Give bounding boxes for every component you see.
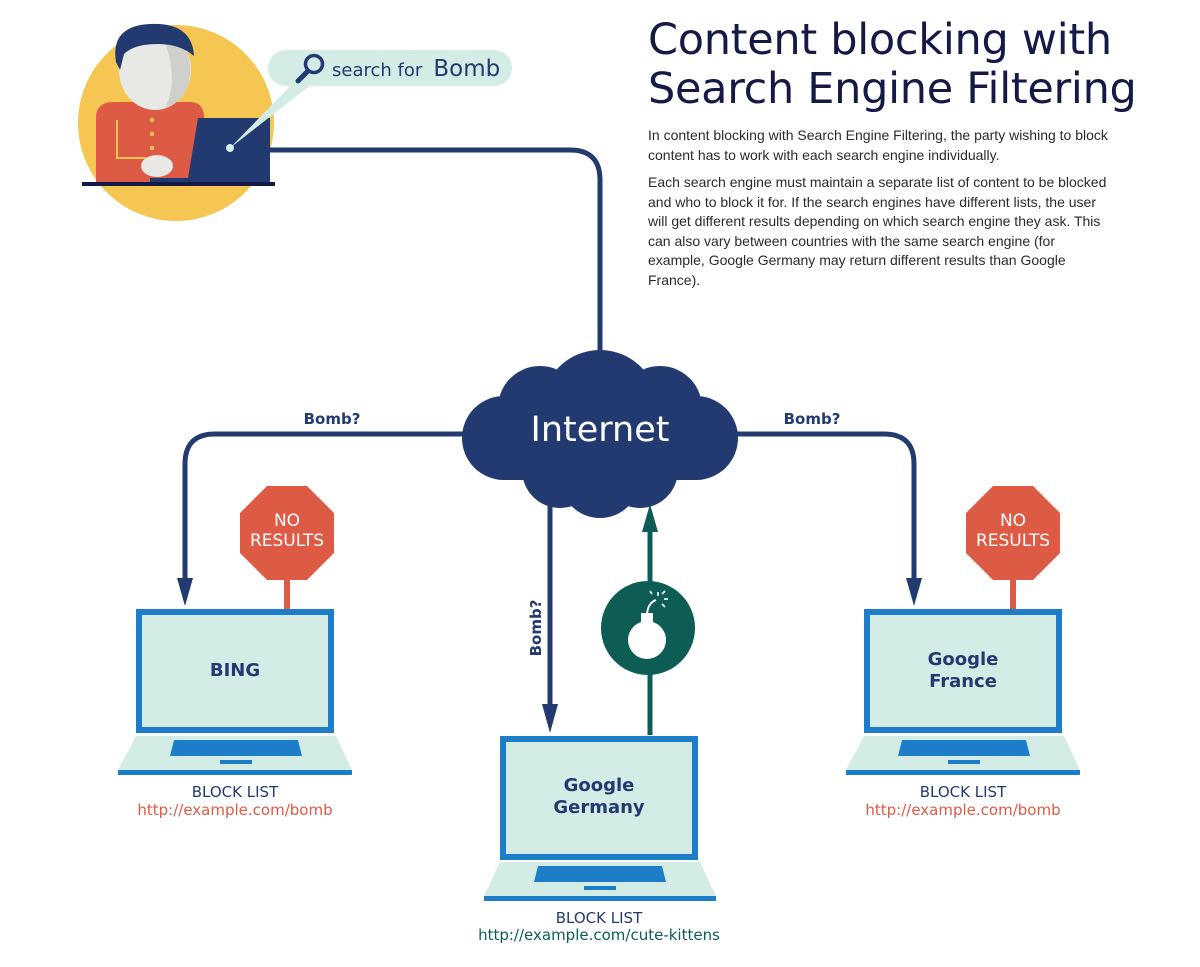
search-bubble-box — [268, 50, 512, 86]
bomb-result-badge — [601, 581, 695, 675]
query-label-left: Bomb? — [304, 410, 361, 428]
bomb-icon — [628, 590, 668, 659]
engine-name-germany-line2: Germany — [553, 797, 645, 818]
search-bubble: search for Bomb — [230, 50, 512, 148]
no-results-text-line1: NO — [1000, 511, 1026, 531]
laptop-google-germany: Google Germany — [484, 736, 716, 901]
detail-paragraph: Each search engine must maintain a separ… — [648, 174, 1107, 288]
stop-octagon — [240, 486, 334, 580]
search-icon — [295, 53, 325, 84]
laptop-screen — [500, 736, 698, 860]
no-results-sign-bing: NO RESULTS — [240, 486, 334, 612]
sign-post — [1010, 576, 1016, 612]
block-list-label-france: BLOCK LIST — [920, 783, 1007, 801]
block-list-label-germany: BLOCK LIST — [556, 909, 643, 927]
block-list-url-bing: http://example.com/bomb — [137, 801, 332, 819]
user-illustration — [78, 23, 275, 221]
search-bubble-tail — [230, 80, 312, 148]
search-prefix: search for — [332, 60, 423, 81]
block-list-url-france: http://example.com/bomb — [865, 801, 1060, 819]
internet-cloud — [462, 350, 738, 518]
no-results-text-line1: NO — [274, 511, 300, 531]
engine-name-germany-line1: Google — [564, 775, 635, 796]
title-line-1: Content blocking with — [648, 15, 1112, 65]
intro-paragraph: In content blocking with Search Engine F… — [648, 127, 1108, 163]
internet-label: Internet — [531, 410, 670, 450]
engine-name-france-line2: France — [929, 671, 997, 692]
stop-octagon — [966, 486, 1060, 580]
engine-name-france-line1: Google — [928, 649, 999, 670]
title-line-2: Search Engine Filtering — [648, 64, 1137, 114]
svg-text:search for Bomb: search for Bomb — [332, 56, 500, 82]
laptop-google-france: Google France — [846, 609, 1080, 775]
internet-to-france-arrow — [730, 431, 917, 580]
query-label-center: Bomb? — [527, 600, 545, 657]
no-results-text-line2: RESULTS — [976, 531, 1050, 551]
no-results-text-line2: RESULTS — [250, 531, 324, 551]
laptop-keyboard — [898, 740, 1030, 756]
user-hair — [115, 23, 194, 70]
search-term: Bomb — [433, 56, 500, 82]
block-list-label-bing: BLOCK LIST — [192, 783, 279, 801]
laptop-bing: BING — [118, 609, 352, 775]
no-results-sign-france: NO RESULTS — [966, 486, 1060, 612]
engine-name-bing: BING — [210, 660, 260, 681]
laptop-keyboard — [170, 740, 302, 756]
query-label-right: Bomb? — [784, 410, 841, 428]
laptop-keyboard — [534, 866, 666, 882]
block-list-url-germany: http://example.com/cute-kittens — [478, 926, 720, 944]
sign-post — [284, 576, 290, 612]
laptop-screen — [136, 609, 334, 733]
page-title: Content blocking with Search Engine Filt… — [648, 16, 1168, 114]
internet-to-bing-arrow — [182, 431, 470, 580]
user-to-internet-line — [268, 147, 603, 360]
laptop-screen — [864, 609, 1062, 733]
user-body — [96, 102, 204, 182]
